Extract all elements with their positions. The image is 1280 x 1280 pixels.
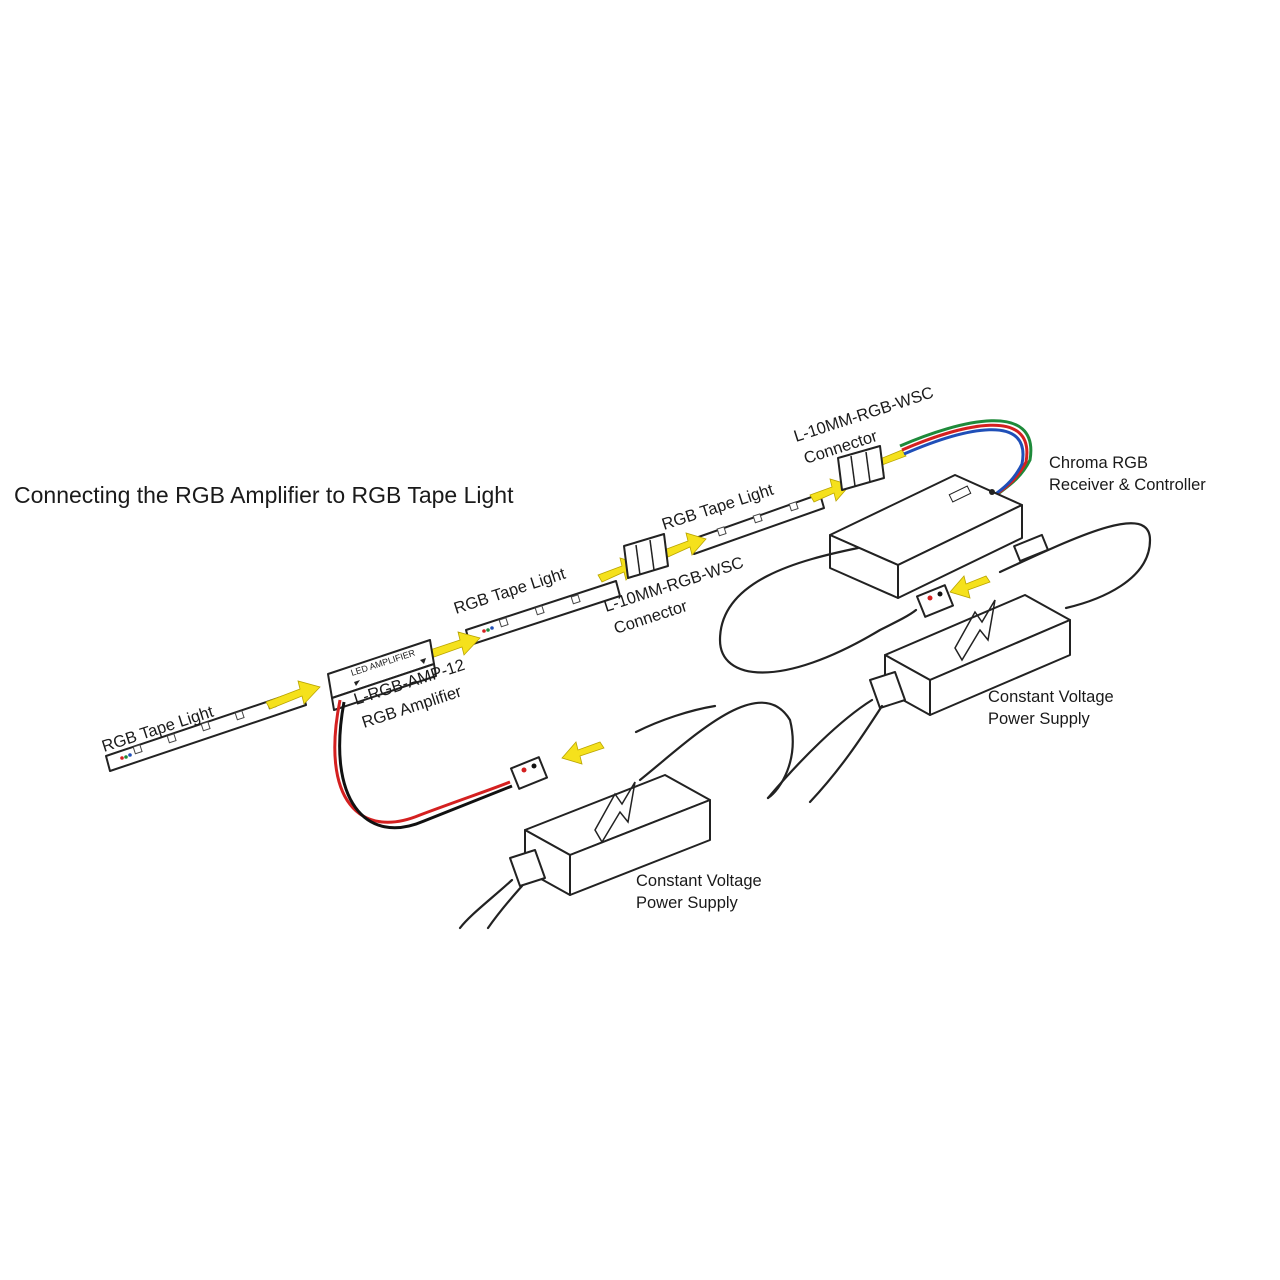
dc-plug-amplifier	[509, 756, 549, 790]
chroma-rgb-controller	[829, 474, 1023, 599]
tape-light-leds-2	[498, 594, 581, 628]
arrow-psu-to-controller-plug	[949, 575, 991, 599]
power-supply-bottom	[458, 701, 794, 930]
label-psu-right-line2: Power Supply	[988, 710, 1091, 728]
arrow-amp-to-strip2	[429, 631, 481, 658]
diagram-title: Connecting the RGB Amplifier to RGB Tape…	[14, 482, 514, 508]
label-controller-line1: Chroma RGB	[1049, 454, 1148, 472]
tape-light-rgb-dots-1	[120, 753, 132, 760]
label-controller-line2: Receiver & Controller	[1049, 476, 1206, 494]
amplifier-power-lead	[333, 699, 513, 830]
arrow-psu-to-amp-plug	[561, 741, 605, 765]
tape-light-leds-1	[132, 699, 277, 755]
rgb-connector-mid	[623, 533, 669, 579]
label-psu-right-line1: Constant Voltage	[988, 688, 1114, 706]
label-psu-bottom-line1: Constant Voltage	[636, 872, 762, 890]
tape-light-leds-3	[716, 501, 799, 537]
lightning-icon	[594, 781, 636, 844]
dc-plug-controller	[915, 584, 955, 618]
arrow-strip1-to-amp	[265, 680, 321, 710]
amplifier-arrow-left-mark	[354, 680, 360, 686]
controller-power-lead	[718, 522, 1152, 674]
rgb-connector-top	[837, 445, 885, 491]
arrow-connector-to-strip3	[663, 532, 707, 558]
connection-arrows	[265, 449, 991, 765]
tape-light-strip-1	[105, 689, 307, 772]
label-psu-bottom-line2: Power Supply	[636, 894, 739, 912]
tape-light-rgb-dots-2	[482, 626, 494, 633]
arrow-strip3-to-connector	[809, 478, 851, 503]
amplifier-arrow-right-mark	[420, 658, 426, 664]
controller-rgb-wires	[899, 419, 1033, 500]
lightning-icon	[954, 599, 996, 662]
power-supply-right	[766, 594, 1071, 804]
